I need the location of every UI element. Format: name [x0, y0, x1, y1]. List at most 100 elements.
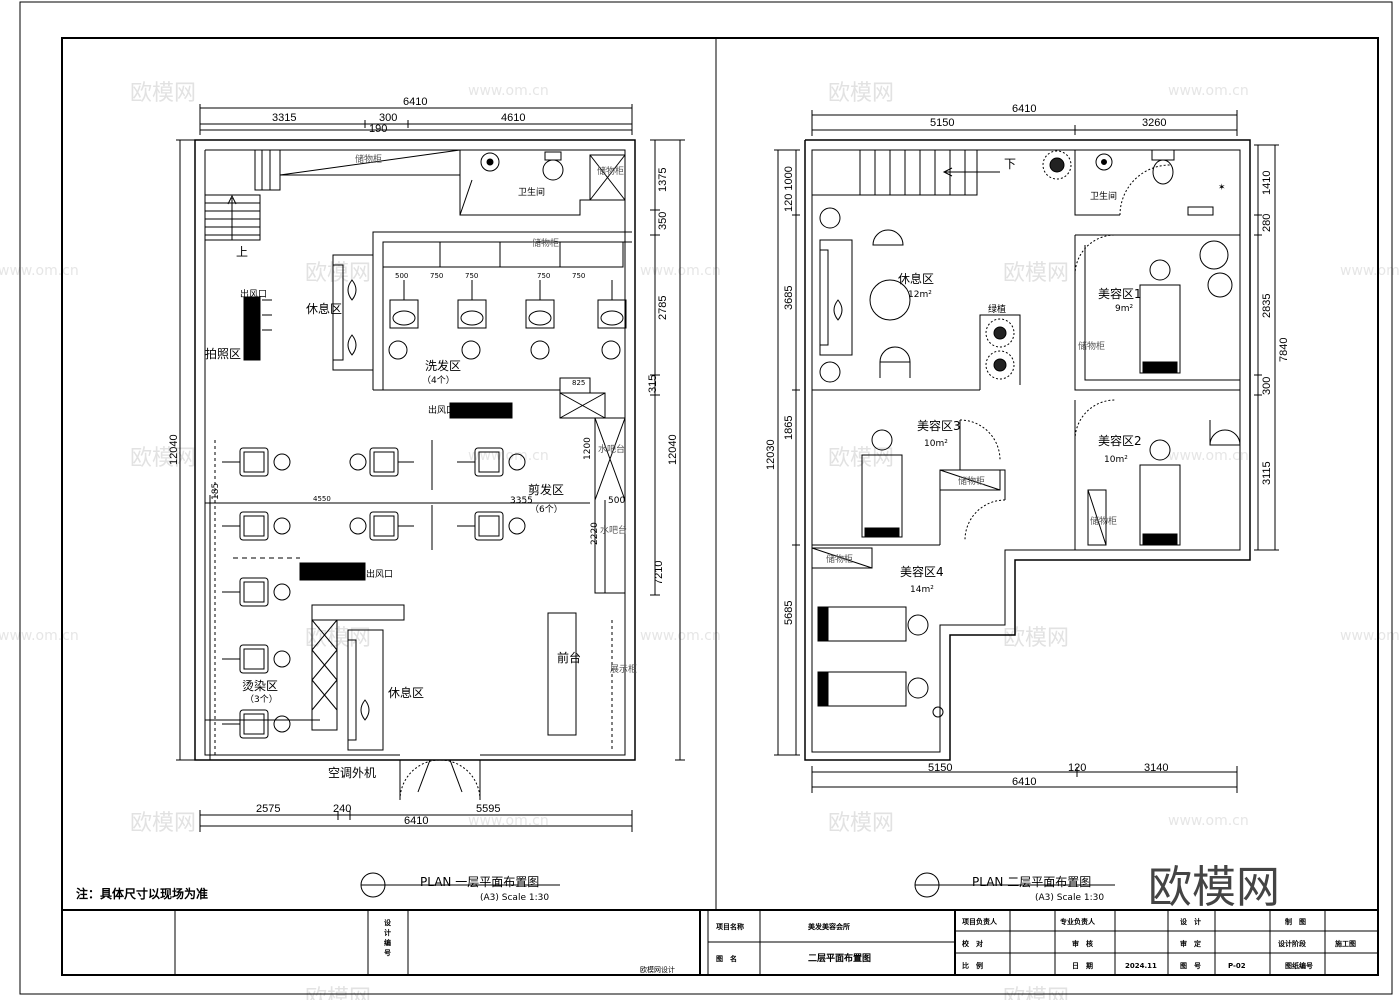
tb-cell: 校 对 — [962, 939, 983, 948]
room-label: 12m² — [908, 290, 932, 300]
room-label: 休息区 — [898, 271, 934, 286]
room-label: 休息区 — [388, 685, 424, 700]
plant-icon — [1042, 150, 1072, 180]
plan-1-title: PLAN 一层平面布置图 — [420, 875, 539, 889]
tb-cell: 日 期 — [1072, 961, 1093, 970]
room-label: 剪发区 — [528, 482, 564, 497]
dim-label: 120 — [1068, 762, 1086, 774]
dim-label: 5595 — [476, 803, 500, 815]
room-label: 烫染区 — [242, 678, 278, 693]
tb-drawing-label: 图 名 — [716, 954, 737, 963]
sheet-inner-border — [61, 37, 1379, 976]
dim-label: 300 — [379, 112, 397, 124]
reception-counter — [547, 612, 577, 736]
dim-label: 825 — [572, 379, 585, 387]
sink-dim: 750 — [465, 272, 478, 280]
room-label: 10m² — [924, 439, 948, 449]
plan-1-labels: 6410 3315 300 4610 190 2575 240 5595 641… — [76, 96, 679, 903]
watermark-logo: 欧模网 — [130, 81, 196, 106]
dim-label: 185 — [211, 483, 221, 500]
dim-label: 6410 — [1012, 776, 1036, 788]
plan-2-labels: 6410 5150 3260 5150 120 3140 6410 120 10… — [765, 103, 1290, 903]
room-label: 储物柜 — [532, 237, 559, 249]
room-label: （4个） — [422, 375, 455, 386]
tb-cell: 制 图 — [1285, 917, 1306, 926]
sheet-outer-border — [19, 1, 1393, 995]
tb-cell: 图纸编号 — [1285, 961, 1313, 970]
beauty-bed — [1139, 284, 1181, 374]
dim-label: 6410 — [1012, 103, 1036, 115]
dim-label: 3315 — [272, 112, 296, 124]
dim-label: 240 — [333, 803, 351, 815]
room-label: 拍照区 — [205, 346, 241, 361]
dim-label: 190 — [369, 123, 387, 135]
dim-label: 1410 — [1261, 171, 1273, 195]
rest-sofa-top — [332, 254, 374, 371]
dim-label: 3140 — [1144, 762, 1168, 774]
stair-label: 下 — [1004, 157, 1016, 171]
tb-cell: 审 核 — [1072, 939, 1093, 948]
tb-cell: 图 号 — [1180, 961, 1201, 970]
tb-project-label: 项目名称 — [716, 922, 744, 931]
room-label: 储物柜 — [826, 553, 853, 565]
room-label: 储物柜 — [1078, 340, 1105, 352]
room-label: 美容区4 — [900, 564, 944, 579]
room-label: 洗发区 — [425, 358, 461, 373]
watermark-url: www.om.cn — [0, 263, 79, 279]
dim-label: 3685 — [783, 286, 795, 310]
room-label: 前台 — [557, 650, 581, 665]
dim-label: 315 — [647, 375, 659, 393]
room-label: 储物柜 — [355, 153, 382, 165]
photo-wall — [243, 296, 261, 361]
room-label: 储物柜 — [958, 475, 985, 487]
plan-note: 注：具体尺寸以现场为准 — [76, 886, 208, 901]
dim-label: 1375 — [657, 168, 669, 192]
watermark-logo: 欧模网 — [828, 811, 894, 836]
room-label: 出风口 — [366, 568, 393, 580]
staircase — [811, 149, 1000, 196]
sink-dim: 500 — [395, 272, 408, 280]
hair-chairs — [222, 447, 526, 739]
watermark-url: www.om.cn — [1168, 448, 1249, 464]
title-block-text: 设计编号 欧模网设计 项目名称 美发美容会所 图 名 二层平面布置图 项目负责人… — [384, 917, 1356, 974]
room-label: 10m² — [1104, 455, 1128, 465]
rest-area — [819, 207, 911, 383]
tb-project-name: 美发美容会所 — [808, 922, 850, 931]
room-label: 14m² — [910, 585, 934, 595]
dim-label: 500 — [608, 496, 625, 506]
room-label: 美容区3 — [917, 418, 961, 433]
dim-label: 300 — [1261, 377, 1273, 395]
watermark-url: www.om.cn — [1168, 813, 1249, 829]
tb-cell: 专业负责人 — [1060, 917, 1096, 926]
stair-label: 上 — [236, 245, 248, 259]
wash-basins — [388, 280, 627, 360]
tb-cell: 项目负责人 — [962, 917, 998, 926]
tb-design-no: 设计编号 — [384, 918, 392, 957]
dim-label: 4610 — [501, 112, 525, 124]
room-label: （3个） — [245, 694, 278, 705]
air-outlet — [449, 402, 513, 419]
watermark-url: www.om.cn — [1168, 83, 1249, 99]
plan-1-scale: (A3) Scale 1:30 — [480, 893, 549, 903]
watermark-logo: 欧模网 — [130, 811, 196, 836]
room-label: 卫生间 — [518, 186, 545, 198]
room-label: 水吧台 — [600, 524, 627, 536]
dim-label: 7840 — [1278, 338, 1290, 362]
dim-label: 4550 — [313, 495, 331, 503]
dim-label: 1200 — [583, 437, 593, 460]
tb-cell: P-02 — [1228, 962, 1246, 970]
room-label: 储物柜 — [597, 165, 624, 177]
dim-label: 5685 — [783, 601, 795, 625]
watermark-logo: 欧模网 — [305, 986, 371, 1000]
tb-cell: 2024.11 — [1125, 962, 1157, 970]
watermark-url: www.om.cn — [468, 813, 549, 829]
plan-2-scale: (A3) Scale 1:30 — [1035, 893, 1104, 903]
tb-cell: 设 计 — [1180, 917, 1201, 926]
dim-label: 2220 — [590, 522, 600, 545]
tb-drawing-name: 二层平面布置图 — [808, 952, 871, 964]
sink-dim: 750 — [572, 272, 585, 280]
room-label: 水吧台 — [598, 443, 625, 455]
brand-logo: 欧模网 — [1148, 862, 1280, 913]
room-label: （6个） — [530, 504, 563, 515]
dim-label: 12030 — [765, 439, 777, 470]
